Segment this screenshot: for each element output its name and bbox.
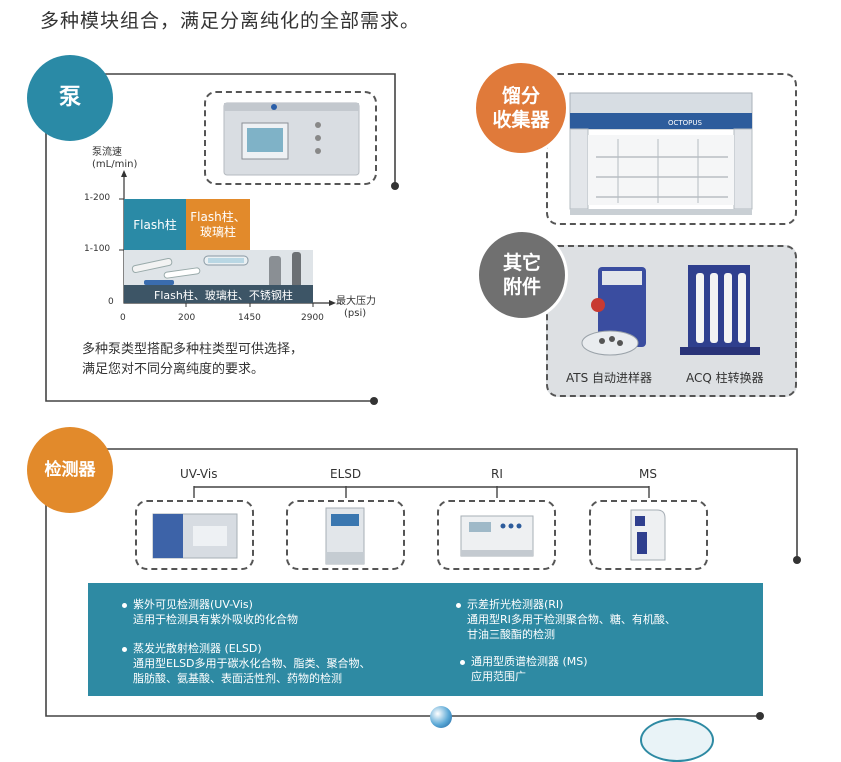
x-tick-200: 200 xyxy=(178,313,196,323)
pump-desc-2: 满足您对不同分离纯度的要求。 xyxy=(82,362,265,377)
ri-detector-illustration xyxy=(460,515,534,557)
accessory-acq-label: ACQ 柱转换器 xyxy=(686,371,764,385)
desc-ms: 通用型质谱检测器 (MS) 应用范围广 xyxy=(460,654,588,684)
detector-label-elsd: ELSD xyxy=(330,467,362,481)
x-label-1: 最大压力 xyxy=(336,296,376,307)
detector-tree-lines xyxy=(193,486,650,498)
detector-label-ri: RI xyxy=(491,467,503,481)
desc-elsd: 蒸发光散射检测器 (ELSD) 通用型ELSD多用于碳水化合物、脂类、聚合物、 … xyxy=(122,641,371,686)
desc-ri-text-1: 通用型RI多用于检测聚合物、糖、有机酸、 xyxy=(467,613,676,626)
desc-uv-text: 适用于检测具有紫外吸收的化合物 xyxy=(133,613,298,626)
pump-device-illustration xyxy=(223,102,360,176)
detector-label-ms: MS xyxy=(639,467,657,481)
detector-badge: 检测器 xyxy=(27,427,113,513)
region-all-label-bg xyxy=(124,285,313,303)
x-tick-1450: 1450 xyxy=(238,313,261,323)
pump-image-frame xyxy=(204,91,377,185)
desc-elsd-title: 蒸发光散射检测器 (ELSD) xyxy=(133,642,262,655)
accessories-badge: 其它 附件 xyxy=(476,229,568,321)
elsd-detector-illustration xyxy=(325,507,365,565)
desc-ms-text: 应用范围广 xyxy=(471,670,526,683)
x-label-2: (psi) xyxy=(344,308,367,319)
y-tick-100: 1-100 xyxy=(84,244,111,254)
detector-description-panel: 紫外可见检测器(UV-Vis) 适用于检测具有紫外吸收的化合物 蒸发光散射检测器… xyxy=(88,583,763,696)
region-flash-glass: Flash柱、 玻璃柱 xyxy=(186,199,250,250)
x-tick-0: 0 xyxy=(120,313,126,323)
desc-ri: 示差折光检测器(RI) 通用型RI多用于检测聚合物、糖、有机酸、 甘油三酸酯的检… xyxy=(456,597,676,642)
detector-ms-frame xyxy=(589,500,708,570)
region-all-columns: Flash柱、玻璃柱、不锈钢柱 xyxy=(124,250,313,303)
pump-x-axis-label: 最大压力 (psi) xyxy=(336,296,376,320)
detector-elsd-frame xyxy=(286,500,405,570)
y-tick-0: 0 xyxy=(108,297,114,307)
detector-ri-frame xyxy=(437,500,556,570)
x-tick-2900: 2900 xyxy=(301,313,324,323)
page-title: 多种模块组合，满足分离纯化的全部需求。 xyxy=(40,10,421,32)
desc-ms-title: 通用型质谱检测器 (MS) xyxy=(471,655,588,668)
ms-detector-illustration xyxy=(630,509,666,561)
columns-illustration xyxy=(131,252,301,290)
accessories-illustration xyxy=(581,265,760,356)
accessories-frame: ATS 自动进样器 ACQ 柱转换器 xyxy=(546,245,797,397)
accessory-ats-label: ATS 自动进样器 xyxy=(566,371,653,385)
desc-uv: 紫外可见检测器(UV-Vis) 适用于检测具有紫外吸收的化合物 xyxy=(122,597,298,627)
y-label-2: (mL/min) xyxy=(92,159,138,170)
fraction-badge: 馏分 收集器 xyxy=(473,60,569,156)
uv-detector-illustration xyxy=(152,513,238,559)
desc-elsd-text-1: 通用型ELSD多用于碳水化合物、脂类、聚合物、 xyxy=(133,657,371,670)
region-all-label: Flash柱、玻璃柱、不锈钢柱 xyxy=(154,289,293,302)
pump-frame-lines xyxy=(45,73,798,717)
detector-connector-dot xyxy=(793,556,801,564)
desc-ri-title: 示差折光检测器(RI) xyxy=(467,598,564,611)
y-label-1: 泵流速 xyxy=(92,147,122,158)
pump-connector-dot xyxy=(391,182,399,190)
pump-description: 多种泵类型搭配多种柱类型可供选择， 满足您对不同分离纯度的要求。 xyxy=(82,340,303,380)
bottom-arc-decoration xyxy=(640,718,714,762)
pump-end-dot xyxy=(370,397,378,405)
pump-badge: 泵 xyxy=(27,55,113,141)
desc-elsd-text-2: 脂肪酸、氨基酸、表面活性剂、药物的检测 xyxy=(133,672,342,685)
pump-desc-1: 多种泵类型搭配多种柱类型可供选择， xyxy=(82,342,304,357)
detector-uv-frame xyxy=(135,500,254,570)
bottom-bubble-decoration xyxy=(430,706,452,728)
svg-text:OCTOPUS: OCTOPUS xyxy=(668,119,703,127)
desc-uv-title: 紫外可见检测器(UV-Vis) xyxy=(133,598,253,611)
fraction-collector-illustration: OCTOPUS xyxy=(569,92,753,215)
detector-label-uv: UV-Vis xyxy=(180,467,218,481)
pump-y-axis-label: 泵流速 (mL/min) xyxy=(92,147,137,171)
desc-ri-text-2: 甘油三酸酯的检测 xyxy=(467,628,555,641)
detector-end-dot xyxy=(756,712,764,720)
fraction-image-frame: OCTOPUS xyxy=(546,73,797,225)
y-tick-200: 1-200 xyxy=(84,193,111,203)
region-flash: Flash柱 xyxy=(124,199,186,250)
